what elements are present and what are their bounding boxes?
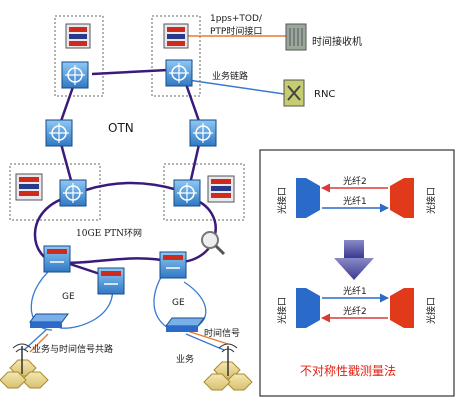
bottom-fiber1-label: 光纤1 xyxy=(343,285,367,297)
rnc-icon xyxy=(283,79,305,107)
tower-link-right xyxy=(185,333,225,351)
otn-node-tl-chassis xyxy=(65,23,91,49)
bottom-fiber2-label: 光纤2 xyxy=(343,305,367,317)
ptn-access-node-left xyxy=(43,245,71,273)
tower-sync-right xyxy=(183,329,229,345)
service-label: 业务 xyxy=(176,353,194,365)
sync-interface-label-line2: PTP时间接口 xyxy=(210,25,262,37)
rnc-label: RNC xyxy=(314,89,335,100)
ptn-node-right-chassis xyxy=(207,175,235,203)
otn-label: OTN xyxy=(108,121,134,135)
ptn-group-left xyxy=(9,163,101,221)
sync-interface-label-line1: 1pps+TOD/ xyxy=(210,14,263,24)
otn-group-top-left xyxy=(54,15,104,97)
port-label-bottom-left: 光接口 xyxy=(276,297,288,324)
ptn-access-node-right xyxy=(159,251,187,279)
ge-right-label: GE xyxy=(172,298,185,308)
service-link-label: 业务链路 xyxy=(212,70,248,82)
time-receiver-label: 时间接收机 xyxy=(312,35,362,48)
ptn-ring-label: 10GE PTN环网 xyxy=(76,228,142,239)
switch-icon xyxy=(45,119,73,147)
ptn-access-node-mid xyxy=(97,267,125,295)
magnifier-icon xyxy=(201,231,226,256)
shared-path-label: 业务与时间信号共路 xyxy=(32,343,113,355)
time-receiver-icon xyxy=(285,23,307,51)
otn-node-tr-chassis xyxy=(163,23,189,49)
cell-tower-left xyxy=(0,343,49,389)
tower-link-left xyxy=(23,329,47,351)
access-switch-right xyxy=(165,317,205,332)
ptn-ring xyxy=(33,194,217,264)
tower-sync-left xyxy=(29,333,49,353)
port-top-left xyxy=(296,178,320,218)
port-label-bottom-right: 光接口 xyxy=(425,297,437,324)
port-bottom-left xyxy=(296,288,320,328)
otn-group-top-right xyxy=(151,15,201,97)
switch-icon xyxy=(173,179,201,207)
otn-ring xyxy=(58,68,202,192)
time-signal-label: 时间信号 xyxy=(204,327,240,339)
panel-caption: 不对称性戳测量法 xyxy=(300,364,396,378)
port-bottom-right xyxy=(390,288,414,328)
switch-icon xyxy=(59,179,87,207)
cell-tower-right xyxy=(203,343,253,391)
switch-icon xyxy=(165,59,193,87)
ptn-group-right xyxy=(163,163,245,221)
access-switch-left xyxy=(29,313,69,328)
port-top-right xyxy=(390,178,414,218)
ge-left-label: GE xyxy=(62,292,75,302)
switch-icon xyxy=(61,61,89,89)
switch-icon xyxy=(189,119,217,147)
down-arrow-icon xyxy=(334,240,374,280)
ptn-node-left-chassis xyxy=(15,173,43,201)
top-fiber2-label: 光纤2 xyxy=(343,175,367,187)
service-link xyxy=(187,79,285,95)
top-fiber1-label: 光纤1 xyxy=(343,195,367,207)
port-label-top-left: 光接口 xyxy=(276,187,288,214)
port-label-top-right: 光接口 xyxy=(425,187,437,214)
